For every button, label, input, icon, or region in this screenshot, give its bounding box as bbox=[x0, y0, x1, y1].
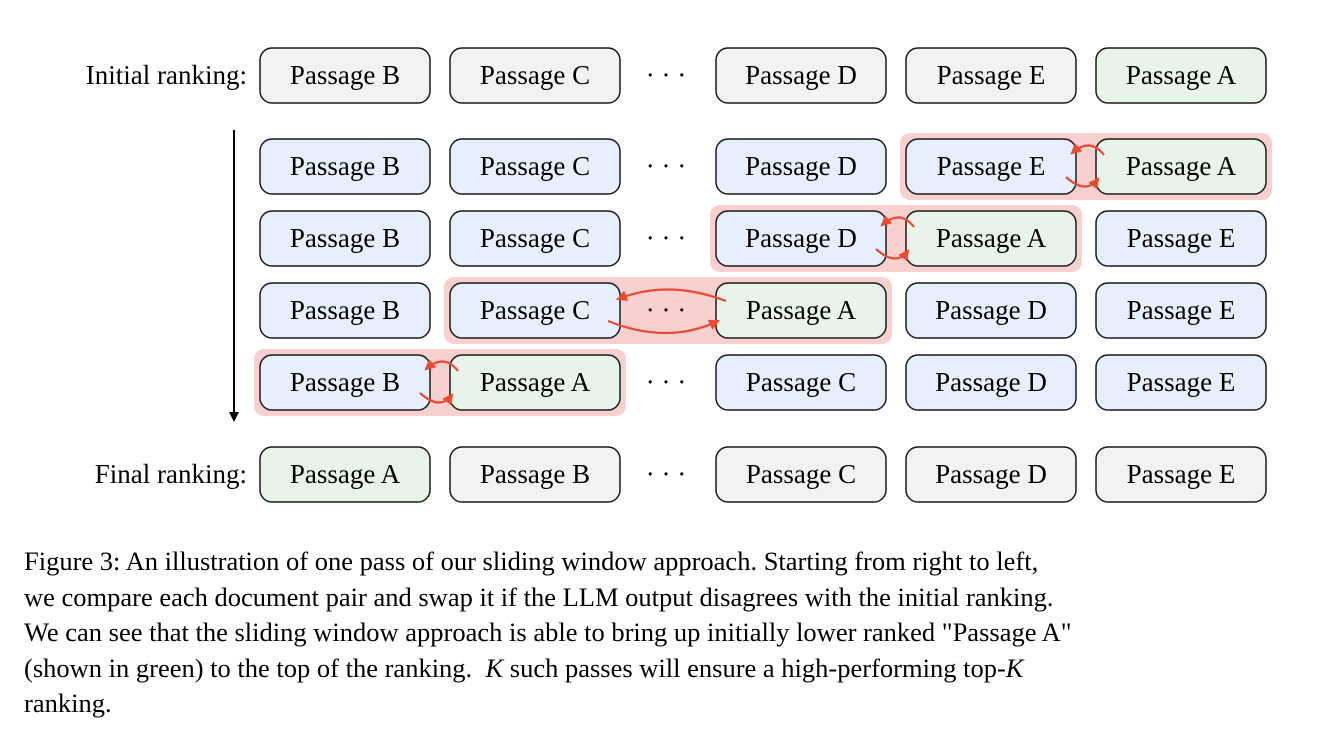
ranking-row-step-4: Passage B Passage A Passage C Passage D Pass… bbox=[259, 354, 1267, 411]
passage-label: Passage C bbox=[746, 459, 856, 489]
passage-box bbox=[1095, 138, 1267, 195]
passage-box bbox=[715, 446, 887, 503]
passage-label: Passage D bbox=[935, 367, 1047, 397]
passage-box bbox=[259, 446, 431, 503]
passage-label: Passage E bbox=[1127, 459, 1236, 489]
passage-box bbox=[715, 47, 887, 104]
passage-box bbox=[449, 282, 621, 339]
caption-line-3: We can see that the sliding window appro… bbox=[24, 617, 1072, 647]
final-ranking-label: Final ranking: bbox=[95, 459, 247, 489]
swap-arrow-up bbox=[424, 359, 459, 372]
passage-label: Passage C bbox=[480, 60, 590, 90]
swap-arrow-up bbox=[1070, 143, 1105, 156]
passage-box bbox=[715, 138, 887, 195]
passage-label: Passage A bbox=[1126, 151, 1237, 181]
swap-arrow-down bbox=[1065, 176, 1100, 190]
sliding-window-diagram: Initial ranking: Final ranking: Passage … bbox=[86, 47, 1272, 503]
caption-line-4-part-a: (shown in green) to the top of the ranki… bbox=[24, 652, 486, 683]
swap-arrow-up bbox=[880, 215, 915, 228]
passage-box bbox=[449, 354, 621, 411]
passage-box bbox=[449, 210, 621, 267]
ranking-row-step-3: Passage B Passage C Passage A Passage D Pass… bbox=[259, 282, 1267, 339]
passage-box bbox=[259, 47, 431, 104]
swap-arrow-down bbox=[875, 248, 910, 262]
passage-label: Passage B bbox=[290, 295, 400, 325]
passage-label: Passage D bbox=[745, 60, 857, 90]
swap-arrow-down bbox=[419, 392, 454, 406]
passage-box bbox=[1095, 210, 1267, 267]
caption-line-1: Figure 3: An illustration of one pass of… bbox=[24, 546, 1039, 576]
passage-label: Passage B bbox=[290, 367, 400, 397]
caption-line-4-part-b: such passes will ensure a high-performin… bbox=[503, 652, 1006, 683]
ranking-row-step-1: Passage B Passage C Passage D Passage E Pass… bbox=[259, 138, 1267, 195]
passage-box bbox=[715, 282, 887, 339]
swap-arrows bbox=[419, 143, 1105, 406]
passage-label: Passage D bbox=[745, 151, 857, 181]
passage-box bbox=[1095, 47, 1267, 104]
passage-box bbox=[905, 47, 1077, 104]
passage-box bbox=[449, 446, 621, 503]
ranking-row-initial: Passage B Passage C Passage D Passage E Pass… bbox=[259, 47, 1267, 104]
passage-label: Passage C bbox=[480, 151, 590, 181]
passage-box bbox=[905, 210, 1077, 267]
caption-line-5: ranking. bbox=[24, 688, 112, 718]
passage-label: Passage D bbox=[935, 295, 1047, 325]
passage-box bbox=[449, 138, 621, 195]
passage-label: Passage B bbox=[290, 60, 400, 90]
passage-box bbox=[1095, 446, 1267, 503]
ellipsis: · · · bbox=[646, 367, 686, 397]
passage-label: Passage D bbox=[745, 223, 857, 253]
caption-line-2: we compare each document pair and swap i… bbox=[24, 581, 1054, 612]
passage-label: Passage E bbox=[1127, 295, 1236, 325]
initial-ranking-label: Initial ranking: bbox=[86, 60, 247, 90]
passage-label: Passage C bbox=[480, 295, 590, 325]
caption-k-symbol: K bbox=[485, 652, 504, 683]
passage-box bbox=[905, 138, 1077, 195]
passage-box bbox=[905, 354, 1077, 411]
passage-label: Passage B bbox=[290, 151, 400, 181]
passage-label: Passage B bbox=[480, 459, 590, 489]
ellipsis: · · · bbox=[646, 151, 686, 181]
caption-k-symbol: K bbox=[1005, 652, 1024, 683]
passage-box bbox=[1095, 282, 1267, 339]
passage-box bbox=[259, 138, 431, 195]
passage-label: Passage A bbox=[936, 223, 1047, 253]
caption-line-4: (shown in green) to the top of the ranki… bbox=[24, 651, 1316, 687]
passage-box bbox=[259, 354, 431, 411]
passage-label: Passage D bbox=[935, 459, 1047, 489]
ranking-row-final: Passage A Passage B Passage C Passage D Pass… bbox=[259, 446, 1267, 503]
ellipsis: · · · bbox=[646, 295, 686, 325]
passage-box bbox=[905, 446, 1077, 503]
passage-label: Passage A bbox=[1126, 60, 1237, 90]
passage-label: Passage A bbox=[290, 459, 401, 489]
passage-box bbox=[715, 354, 887, 411]
swap-arrow-down bbox=[607, 319, 720, 335]
passage-box bbox=[905, 282, 1077, 339]
swap-arrow-up bbox=[615, 288, 727, 303]
passage-box bbox=[715, 210, 887, 267]
passage-label: Passage C bbox=[746, 367, 856, 397]
ellipsis: · · · bbox=[646, 60, 686, 90]
figure-caption: Figure 3: An illustration of one pass of… bbox=[24, 544, 1316, 722]
passage-label: Passage E bbox=[937, 151, 1046, 181]
passage-box bbox=[1095, 354, 1267, 411]
passage-box bbox=[259, 210, 431, 267]
passage-label: Passage E bbox=[937, 60, 1046, 90]
passage-label: Passage E bbox=[1127, 367, 1236, 397]
passage-label: Passage A bbox=[746, 295, 857, 325]
ranking-row-step-2: Passage B Passage C Passage D Passage A Pass… bbox=[259, 210, 1267, 267]
passage-label: Passage E bbox=[1127, 223, 1236, 253]
passage-label: Passage A bbox=[480, 367, 591, 397]
passage-box bbox=[449, 47, 621, 104]
ellipsis: · · · bbox=[646, 223, 686, 253]
passage-label: Passage C bbox=[480, 223, 590, 253]
passage-box bbox=[259, 282, 431, 339]
ellipsis: · · · bbox=[646, 459, 686, 489]
passage-label: Passage B bbox=[290, 223, 400, 253]
